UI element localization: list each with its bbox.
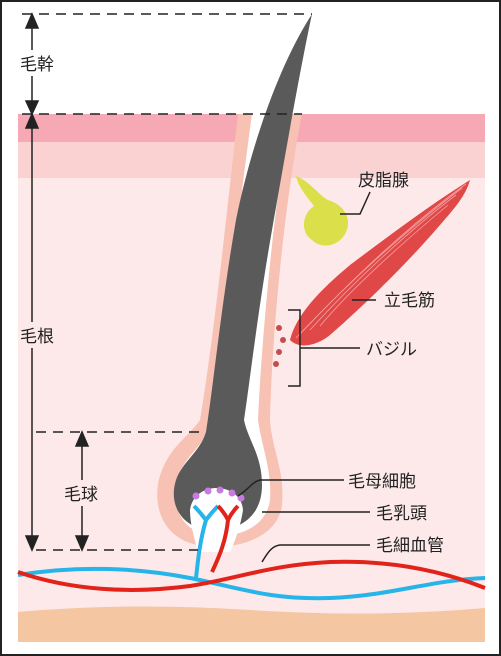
leader-lines	[237, 191, 376, 563]
label-bg-hair-bulb	[62, 480, 102, 506]
label-matrix-cells: 毛母細胞	[348, 472, 416, 492]
subcutis-layer	[18, 606, 485, 642]
muscle-fibers	[295, 183, 467, 339]
label-bg-hair-root	[18, 322, 48, 348]
label-bulge: バジル	[366, 340, 417, 360]
sebaceous-gland-shape	[296, 176, 349, 246]
label-arrector-pili: 立毛筋	[384, 291, 435, 311]
vein-vessel	[17, 566, 486, 601]
arrector-pili-muscle	[290, 180, 470, 346]
label-dermal-papilla: 毛乳頭	[376, 504, 427, 524]
guide-lines	[22, 13, 312, 551]
label-hair-bulb: 毛球	[64, 485, 98, 505]
artery-vessel	[17, 559, 486, 592]
label-hair-shaft: 毛幹	[20, 54, 54, 75]
label-capillaries: 毛細血管	[376, 536, 444, 556]
matrix-cell-dots	[192, 486, 245, 502]
bulge-dots	[273, 325, 286, 367]
label-sebaceous-gland: 皮脂腺	[358, 171, 409, 191]
hair-strand	[173, 14, 312, 531]
label-bg-hair-shaft	[18, 50, 48, 76]
label-hair-root: 毛根	[20, 327, 54, 347]
artery-branch	[210, 504, 240, 573]
measurement-arrows	[24, 12, 90, 552]
